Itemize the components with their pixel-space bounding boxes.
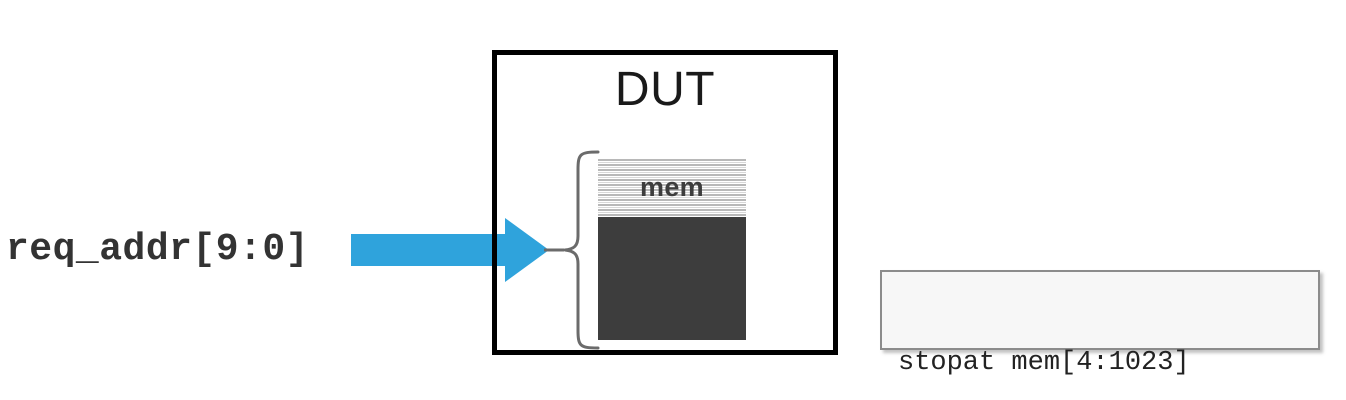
memory-solid-region — [598, 217, 746, 340]
memory-label: mem — [640, 172, 704, 202]
input-signal-label: req_addr[9:0] — [6, 228, 309, 271]
memory-striped-region — [598, 158, 746, 217]
code-callout-box: stopat mem[4:1023] assume {req_addr < 4} — [880, 270, 1320, 378]
memory-brace-icon — [544, 150, 600, 350]
input-signal-arrow-icon — [351, 218, 549, 282]
code-line-stopat: stopat mem[4:1023] — [898, 348, 1190, 378]
dut-title: DUT — [614, 63, 716, 116]
memory-block: mem — [598, 158, 746, 340]
dut-box — [492, 50, 838, 355]
